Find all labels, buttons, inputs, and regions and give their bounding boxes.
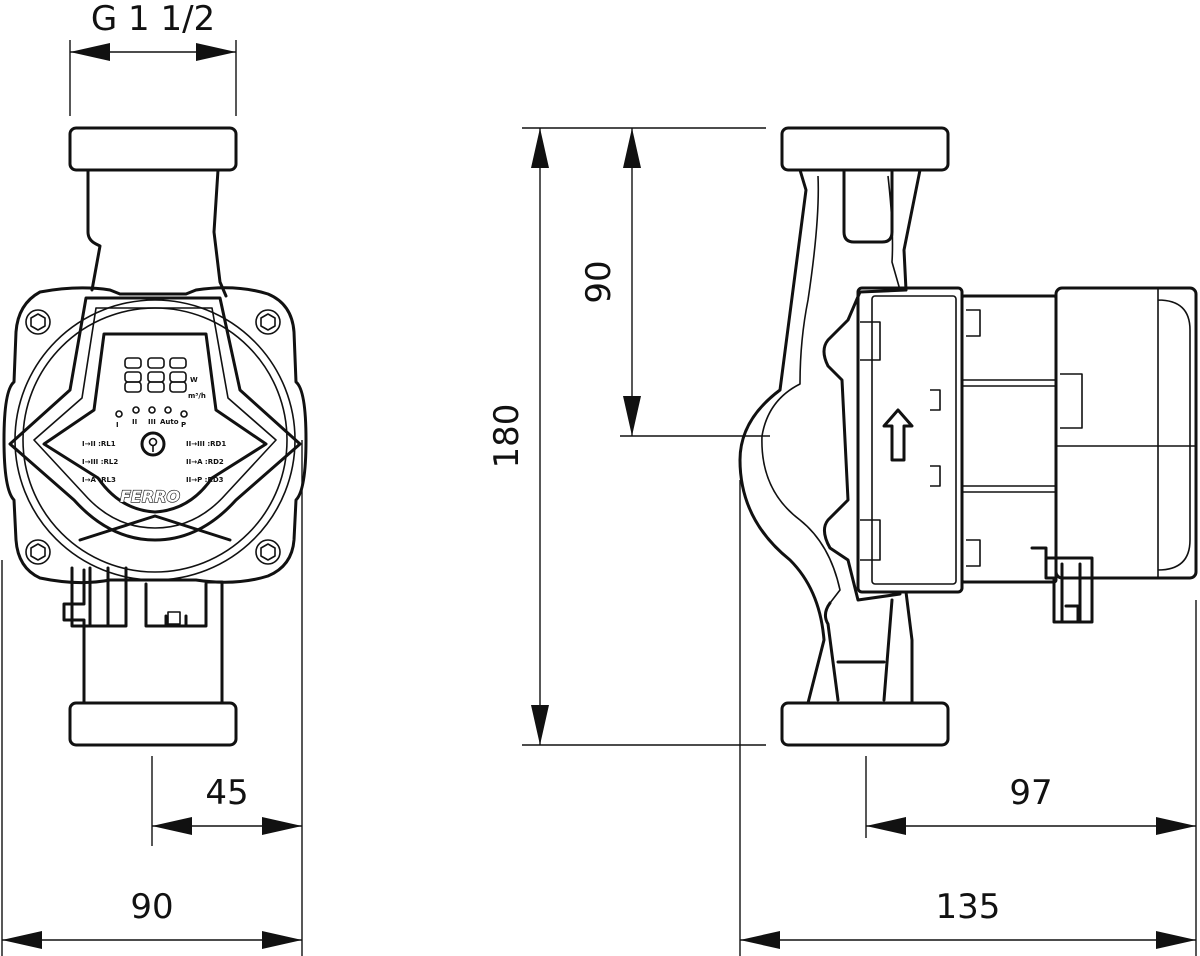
side-terminal-details: [1056, 288, 1196, 578]
front-view: W m³/h I II III Auto P I→II :RL1 I→III :…: [2, 126, 308, 747]
indicator-label-5: P: [181, 421, 186, 429]
mode-left-1: I→II :RL1: [82, 440, 116, 448]
indicator-label-3: III: [148, 418, 156, 426]
dim-front-offset-label: 45: [205, 773, 248, 813]
side-stator: [960, 294, 1058, 584]
selector-knob-icon: [140, 431, 166, 457]
front-terminal-tab: [167, 611, 181, 625]
front-panel-face: [42, 332, 268, 514]
side-motor-flange: [856, 286, 964, 594]
side-flange-boss: [822, 290, 902, 602]
mode-right-2: II→A :RD2: [186, 458, 224, 466]
mode-left-3: I→A :RL3: [82, 476, 116, 484]
front-screws: [25, 309, 281, 565]
front-bottom-flange: [68, 701, 238, 747]
side-bottom-outlet: [823, 598, 894, 702]
front-upper-neck: [86, 168, 228, 298]
side-top-flange: [780, 126, 950, 172]
side-stator-details: [962, 309, 1056, 567]
side-flange-clips: [860, 321, 941, 561]
dimension-labels: G 1 1/2 180 90 90 45 135 97: [91, 0, 1053, 927]
dim-thread-label: G 1 1/2: [91, 0, 215, 39]
front-indicators: I II III Auto P: [115, 406, 188, 429]
front-panel-frame: [8, 296, 302, 542]
front-lower-body: [62, 568, 224, 705]
dim-90-vertical-label: 90: [579, 260, 619, 303]
side-motor-flange-inner: [871, 295, 957, 585]
front-display: W m³/h: [124, 357, 206, 400]
side-terminal-box: [1054, 286, 1198, 580]
brand-logo: FERRO: [120, 487, 181, 506]
front-panel-inner: [33, 307, 277, 529]
front-motor-housing: [2, 286, 308, 585]
front-mode-labels: I→II :RL1 I→III :RL2 I→A :RL3 II→III :RD…: [82, 440, 226, 484]
dim-180-label: 180: [487, 404, 527, 469]
side-view: [738, 126, 1198, 747]
dim-side-offset-label: 97: [1009, 773, 1052, 813]
side-top-window: [842, 168, 894, 244]
indicator-label-4: Auto: [160, 418, 179, 426]
front-terminal-box: [70, 566, 208, 628]
display-unit-power: W: [190, 376, 198, 384]
flow-direction-arrow-icon: [882, 408, 914, 462]
dim-side-width-label: 135: [936, 887, 1001, 927]
display-unit-flow: m³/h: [188, 392, 206, 400]
side-cable-gland: [1030, 546, 1094, 624]
mode-right-3: II→P :RD3: [186, 476, 224, 484]
side-pump-body: [738, 168, 922, 705]
side-bottom-flange: [780, 701, 950, 747]
mode-left-2: I→III :RL2: [82, 458, 118, 466]
front-top-flange: [68, 126, 238, 172]
indicator-label-2: II: [132, 418, 137, 426]
dim-front-width-label: 90: [130, 887, 173, 927]
indicator-label-1: I: [116, 421, 119, 429]
mode-right-1: II→III :RD1: [186, 440, 226, 448]
dimension-lines: [1, 40, 1197, 956]
front-panel-chevron: [78, 514, 232, 542]
